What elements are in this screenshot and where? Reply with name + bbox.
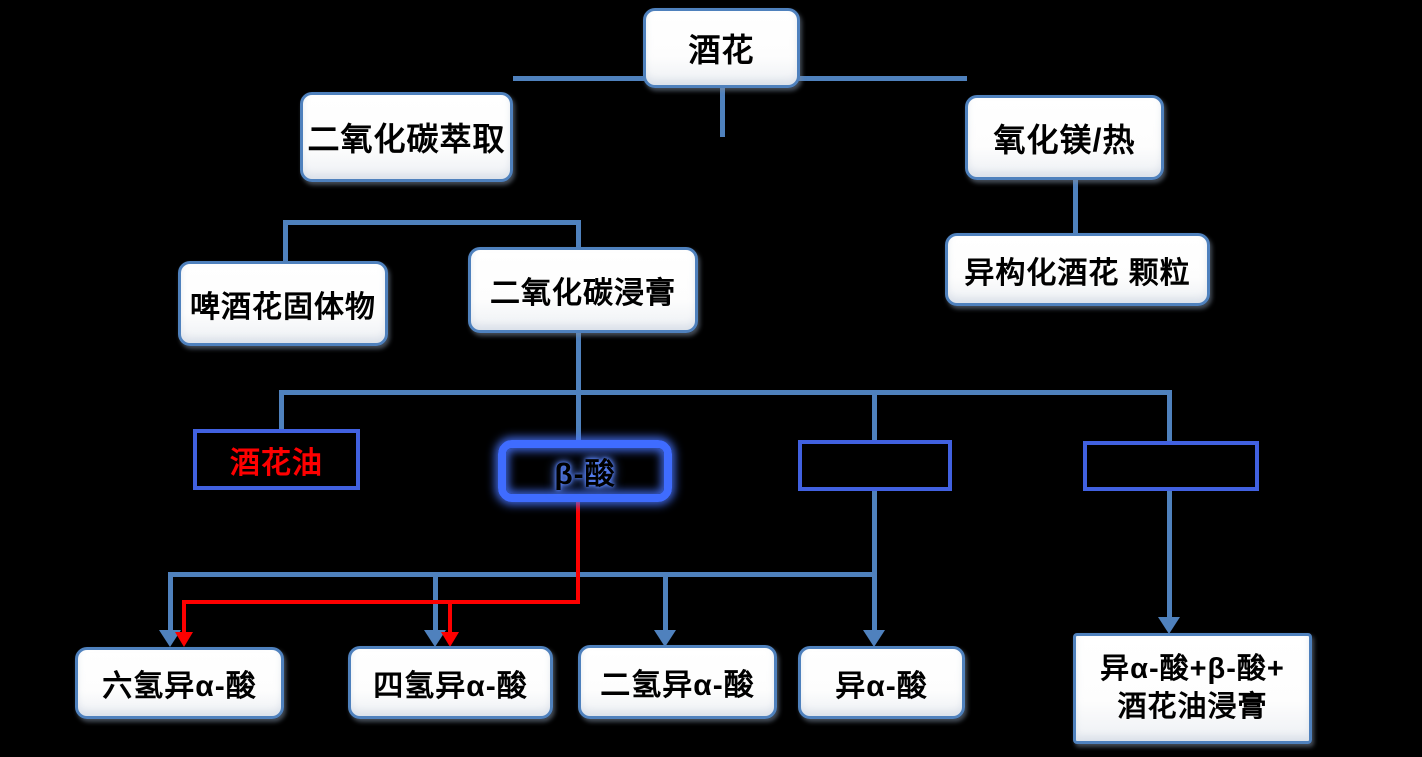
connector-box2-down xyxy=(1167,491,1172,617)
node-mixed-extract-line1: 异α-酸+β-酸+ xyxy=(1100,652,1285,685)
red-connector-beta-down xyxy=(576,502,580,600)
node-iso-alpha-beta-hop-oil-extract: 异α-酸+β-酸+ 酒花油浸膏 xyxy=(1073,633,1312,744)
node-iso-alpha-acid-label: 异α-酸 xyxy=(835,669,928,703)
connector-drop-beta-acid xyxy=(576,390,581,440)
arrowhead-to-tetrahydro-icon xyxy=(424,630,446,647)
node-hops-label: 酒花 xyxy=(688,32,755,68)
connector-hops-stub xyxy=(720,88,725,137)
node-hexahydro-iso-alpha-acid: 六氢异α-酸 xyxy=(75,647,284,719)
node-unlabeled-box-2 xyxy=(1083,441,1259,491)
connector-branch-drop-hexahydro xyxy=(168,572,173,632)
red-arrowhead-to-tetrahydro-icon xyxy=(441,632,459,647)
connector-branch-drop-dihydro xyxy=(663,572,668,632)
node-tetrahydro-label: 四氢异α-酸 xyxy=(373,669,528,703)
connector-mgo-to-pellets xyxy=(1073,180,1078,233)
node-beta-acid: β-酸 xyxy=(498,440,672,502)
node-hop-solids-label: 啤酒花固体物 xyxy=(190,290,376,324)
red-connector-horizontal xyxy=(182,600,580,604)
arrowhead-to-mixed-extract-icon xyxy=(1158,617,1180,634)
node-co2-extraction-label: 二氧化碳萃取 xyxy=(307,121,506,157)
arrowhead-to-iso-alpha-icon xyxy=(863,630,885,647)
red-connector-drop-tetrahydro xyxy=(448,600,452,634)
node-isomerized-hop-pellets: 异构化酒花 颗粒 xyxy=(945,233,1210,306)
arrowhead-to-dihydro-icon xyxy=(654,630,676,647)
connector-bracket-left-drop xyxy=(283,220,288,261)
connector-drop-box1 xyxy=(872,390,877,440)
node-mixed-extract-line2: 酒花油浸膏 xyxy=(1117,690,1268,723)
node-unlabeled-box-1 xyxy=(798,440,952,491)
connector-bracket-right-drop xyxy=(576,220,581,247)
node-beta-acid-label: β-酸 xyxy=(554,458,616,491)
node-iso-alpha-acid: 异α-酸 xyxy=(798,646,965,719)
node-hops: 酒花 xyxy=(643,8,800,88)
node-co2-extraction: 二氧化碳萃取 xyxy=(300,92,513,182)
node-tetrahydro-iso-alpha-acid: 四氢异α-酸 xyxy=(348,646,553,719)
connector-hub-horizontal xyxy=(279,390,1172,395)
connector-co2extract-down xyxy=(576,333,581,390)
connector-bracket-horizontal xyxy=(283,220,580,225)
node-co2-extract: 二氧化碳浸膏 xyxy=(468,247,698,333)
node-hexahydro-label: 六氢异α-酸 xyxy=(102,670,257,703)
node-co2-extract-label: 二氧化碳浸膏 xyxy=(490,277,676,310)
node-dihydro-label: 二氢异α-酸 xyxy=(600,669,755,702)
connector-box1-down xyxy=(872,491,877,632)
node-hop-solids: 啤酒花固体物 xyxy=(178,261,388,346)
node-isomerized-hop-pellets-label: 异构化酒花 颗粒 xyxy=(964,256,1191,290)
node-hop-oil-label: 酒花油 xyxy=(230,446,323,480)
node-hop-oil: 酒花油 xyxy=(193,429,360,490)
node-mgo-heat: 氧化镁/热 xyxy=(965,95,1164,180)
red-arrowhead-to-hexahydro-icon xyxy=(175,632,193,647)
node-dihydro-iso-alpha-acid: 二氢异α-酸 xyxy=(578,645,777,719)
red-connector-drop-hexahydro xyxy=(182,600,186,634)
connector-branch-horizontal xyxy=(168,572,874,577)
connector-drop-box2 xyxy=(1167,390,1172,441)
node-mgo-heat-label: 氧化镁/热 xyxy=(993,121,1136,158)
connector-drop-hop-oil xyxy=(279,390,284,429)
